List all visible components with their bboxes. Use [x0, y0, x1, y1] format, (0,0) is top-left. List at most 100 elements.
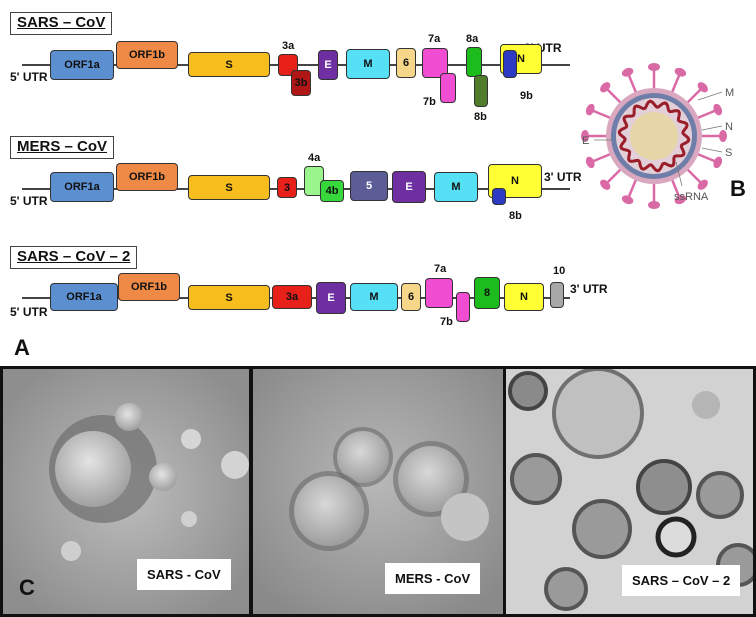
sars-orf1a-gene: ORF1a	[50, 50, 114, 80]
mers-orf5-label: 5	[365, 180, 373, 192]
spike-stalk	[606, 167, 623, 184]
spike-stalk	[670, 74, 681, 94]
virion-label-ssrna: ssRNA	[674, 191, 709, 203]
virion-label-e: E	[582, 135, 589, 147]
mers-s-label: S	[225, 181, 233, 194]
sars2-orf1a-gene: ORF1a	[50, 283, 118, 311]
spike-head	[719, 130, 727, 142]
mers-cov-title: MERS – CoV	[10, 136, 115, 159]
sars2-s-label: S	[225, 291, 233, 304]
sars-7a-label: 7a	[428, 33, 441, 45]
sars-orf1a-label: ORF1a	[64, 59, 100, 71]
virion-label-n: N	[725, 121, 733, 133]
spike-stalk	[685, 88, 702, 105]
spike-head	[697, 179, 708, 190]
sars2-orf8-gene: 8	[474, 277, 500, 309]
sars-n-label: N	[517, 53, 525, 65]
sars2-orf6-gene: 6	[401, 283, 421, 311]
spike-head	[697, 82, 708, 93]
sars-5utr-label: 5' UTR	[10, 70, 48, 84]
genome-diagram-panel: SARS – CoV 5' UTR 3' UTR ORF1a ORF1b S 3…	[0, 0, 608, 340]
mers-e-label: E	[405, 181, 413, 193]
n-pointer	[701, 125, 723, 131]
sars-orf6-gene: 6	[396, 48, 416, 78]
mers-orf1a-label: ORF1a	[64, 181, 100, 193]
spike-head	[621, 195, 634, 205]
spike-head	[713, 103, 723, 116]
mers-8b-label: 8b	[509, 210, 522, 222]
panel-letter-c: C	[19, 575, 35, 600]
sars2-n-label: N	[520, 291, 528, 303]
sars2-orf10-gene	[550, 282, 564, 308]
sars2-orf1b-label: ORF1b	[130, 281, 168, 293]
micrograph-label-sars-cov-2: SARS – CoV – 2	[622, 565, 741, 596]
virion-label-m: M	[725, 87, 734, 99]
sars2-e-gene: E	[316, 282, 346, 314]
sars2-7a-gene	[425, 278, 453, 308]
sars-orf6-label: 6	[402, 57, 410, 69]
mers-orf5-gene: 5	[350, 171, 388, 201]
sars2-7b-gene	[456, 292, 470, 322]
sars-cov-2-title: SARS – CoV – 2	[10, 246, 138, 269]
micrograph-label-mers-cov: MERS - CoV	[385, 563, 481, 594]
sars-m-gene: M	[346, 49, 390, 79]
spike-head	[600, 179, 611, 190]
panel-letter-b: B	[730, 176, 746, 201]
spike-stalk	[627, 178, 638, 198]
virion-svg: M N S E ssRNA	[581, 63, 734, 209]
micrograph-sars-svg	[3, 369, 249, 614]
mers-n-label: N	[511, 175, 519, 187]
micrograph-label-sars-cov: SARS - CoV	[137, 559, 231, 590]
sars-3b-label: 3b	[294, 77, 308, 89]
spike-head	[648, 201, 660, 209]
sars-3a-label: 3a	[282, 40, 295, 52]
mers-3utr-label: 3' UTR	[544, 170, 582, 184]
virion-schematic: M N S E ssRNA	[580, 36, 750, 216]
sars-9b-label: 9b	[520, 90, 533, 102]
mers-e-gene: E	[392, 171, 426, 203]
spike-stalk	[606, 88, 623, 105]
spike-stalk	[627, 74, 638, 94]
sars2-orf1b-gene: ORF1b	[118, 273, 180, 301]
mers-orf1b-gene: ORF1b	[116, 163, 178, 191]
sars-3b-gene: 3b	[291, 70, 311, 96]
m-pointer	[697, 91, 723, 101]
sars-8b-gene	[474, 75, 488, 107]
sars2-m-gene: M	[350, 283, 398, 311]
sars2-3a-gene: 3a	[272, 285, 312, 309]
spike-stalk	[696, 109, 716, 120]
spike-head	[585, 103, 595, 116]
spike-proteins	[581, 63, 727, 209]
ssrna-pointer	[675, 161, 683, 187]
sars2-3utr-label: 3' UTR	[570, 282, 608, 296]
sars2-n-gene: N	[504, 283, 544, 311]
sars2-orf8-label: 8	[483, 287, 491, 299]
mers-4a-label: 4a	[308, 152, 321, 164]
sars-7b-gene	[440, 73, 456, 103]
mers-orf3-gene: 3	[277, 177, 297, 198]
mers-orf1a-gene: ORF1a	[50, 172, 114, 202]
spike-stalk	[696, 152, 716, 163]
ssrna-strand	[617, 99, 691, 173]
sars-8b-label: 8b	[474, 111, 487, 123]
micrograph-sars-cov: SARS - CoV C	[3, 369, 249, 614]
spike-head	[621, 67, 634, 77]
spike-stalk	[592, 152, 612, 163]
mers-m-label: M	[451, 181, 461, 193]
sars2-3a-label: 3a	[285, 291, 299, 303]
micrograph-sars-cov-2: SARS – CoV – 2	[506, 369, 753, 614]
mers-4b-gene: 4b	[320, 180, 344, 202]
spike-head	[581, 130, 589, 142]
micrograph-panel: SARS - CoV C MERS - CoV	[0, 366, 756, 617]
mers-orf3-label: 3	[283, 181, 291, 194]
panel-letter-a: A	[14, 335, 30, 360]
sars2-orf6-label: 6	[407, 291, 415, 303]
sars-orf1b-label: ORF1b	[128, 49, 166, 61]
mers-8b-gene	[492, 188, 506, 205]
spike-head	[648, 63, 660, 71]
sars-s-label: S	[225, 58, 233, 71]
virion-label-s: S	[725, 147, 732, 159]
sars2-m-label: M	[369, 291, 379, 303]
sars2-orf1a-label: ORF1a	[66, 291, 102, 303]
sars-8a-label: 8a	[466, 33, 479, 45]
